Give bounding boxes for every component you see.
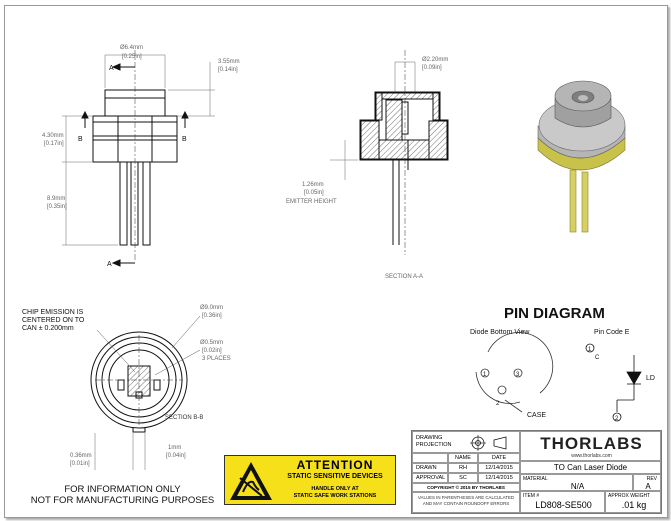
weight-cell: APPROX WEIGHT .01 kg <box>605 491 661 513</box>
rev-value: A <box>645 482 651 491</box>
dim-pins-places: 3 PLACES <box>202 356 231 362</box>
attention-line1: HANDLE ONLY AT <box>311 486 359 492</box>
rev-label: REV <box>646 476 657 482</box>
chip-note-line2: CENTERED ON TO <box>22 317 85 324</box>
ld-label: LD <box>646 375 655 382</box>
section-bb-view <box>90 315 201 470</box>
chip-note-line1: CHIP EMISSION IS <box>22 309 84 316</box>
website-text: www.thorlabs.com <box>571 453 612 459</box>
title-block: DRAWING PROJECTION NAME DATE DRAWN RH 12… <box>411 430 662 514</box>
section-b-label-left: B <box>78 136 83 143</box>
dim-emit-height-in: [0.05in] <box>304 190 324 196</box>
material-value: N/A <box>570 482 585 491</box>
drawn-label: DRAWN <box>412 463 448 473</box>
attention-sticker: ATTENTION STATIC SENSITIVE DEVICES HANDL… <box>224 455 396 505</box>
col-date-header: DATE <box>478 453 520 463</box>
dim-cap-height: 3.55mm <box>218 59 240 65</box>
attention-lines: HANDLE ONLY AT STATIC SAFE WORK STATIONS <box>277 486 393 500</box>
material-cell: MATERIAL N/A <box>520 474 633 491</box>
notice-line1: FOR INFORMATION ONLY <box>64 484 181 495</box>
approval-date: 12/14/2015 <box>478 473 520 483</box>
laser-diode-render <box>537 80 626 233</box>
dim-pins-in: [0.02in] <box>202 348 222 354</box>
notice-line2: NOT FOR MANUFACTURING PURPOSES <box>30 495 215 506</box>
projection-symbol-icon <box>470 435 507 451</box>
pin-code-2: 2 <box>615 416 619 422</box>
dim-emit-height: 1.26mm <box>302 182 324 188</box>
pin-code-label: Pin Code E <box>594 329 630 336</box>
dim-key-width-in: [0.04in] <box>166 453 186 459</box>
attention-subtitle: STATIC SENSITIVE DEVICES <box>287 473 383 480</box>
item-value: LD808-SE500 <box>535 500 592 510</box>
item-cell: ITEM # LD808-SE500 <box>520 491 605 513</box>
diode-bottom-view-label: Diode Bottom View <box>470 329 530 336</box>
approval-name: SC <box>448 473 478 483</box>
col-name-header: NAME <box>448 453 478 463</box>
section-a-label-top: A <box>109 65 114 72</box>
pin-1-label: 1 <box>483 372 487 378</box>
logo-cell: THORLABS www.thorlabs.com <box>520 431 661 461</box>
material-label: MATERIAL <box>523 476 548 482</box>
pin-code-c: C <box>595 355 600 361</box>
chip-note-line3: CAN ± 0.200mm <box>22 325 74 332</box>
dim-top-diameter: Ø6.4mm <box>120 45 143 51</box>
dim-window-in: [0.09in] <box>422 65 442 71</box>
section-aa-label: SECTION A-A <box>385 274 423 280</box>
emitter-height-label: EMITTER HEIGHT <box>286 199 337 205</box>
dim-key-height-in: [0.01in] <box>70 461 90 467</box>
copyright-text: COPYRIGHT © 2015 BY THORLABS <box>412 483 520 492</box>
section-a-label-bottom: A <box>107 261 112 268</box>
drawn-date: 12/14/2015 <box>478 463 520 473</box>
section-b-label-right: B <box>182 136 187 143</box>
weight-value: .01 kg <box>621 500 647 510</box>
section-aa-view <box>330 50 449 255</box>
pin-2-label: 2 <box>496 401 500 407</box>
projection-cell: DRAWING PROJECTION <box>412 431 520 453</box>
section-bb-label: SECTION B-B <box>165 415 203 421</box>
dim-pin-length: 8.9mm <box>47 196 65 202</box>
front-view <box>62 50 215 267</box>
esd-warning-icon <box>230 462 272 500</box>
dim-top-diameter-in: [0.25in] <box>122 54 142 60</box>
dim-flange: Ø9.0mm <box>200 305 223 311</box>
approval-label: APPROVAL <box>412 473 448 483</box>
attention-title: ATTENTION <box>296 458 374 472</box>
dim-flange-in: [0.36in] <box>202 313 222 319</box>
attention-line2: STATIC SAFE WORK STATIONS <box>293 493 377 499</box>
description-cell: TO Can Laser Diode <box>520 461 661 474</box>
dim-pin-length-in: [0.35in] <box>47 204 67 210</box>
dim-key-height: 0.36mm <box>70 453 92 459</box>
dim-key-width: 1mm <box>168 445 181 451</box>
rev-cell: REV A <box>633 474 661 491</box>
item-label: ITEM # <box>523 493 540 499</box>
information-notice: FOR INFORMATION ONLY NOT FOR MANUFACTURI… <box>30 484 215 506</box>
pin-diagram-title: PIN DIAGRAM <box>504 305 605 322</box>
drawn-name: RH <box>448 463 478 473</box>
pin-bottom-view <box>475 332 554 413</box>
dim-body-height: 4.30mm <box>42 133 64 139</box>
dim-pins: Ø0.5mm <box>200 340 223 346</box>
thorlabs-logo: THORLABS <box>540 434 643 453</box>
drawing-projection-label: DRAWING PROJECTION <box>416 435 452 448</box>
case-label: CASE <box>527 412 546 419</box>
dim-cap-height-in: [0.14in] <box>218 67 238 73</box>
dim-window: Ø2.20mm <box>422 57 448 63</box>
values-note: VALUES IN PARENTHESES ARE CALCULATED AND… <box>412 492 520 513</box>
weight-label: APPROX WEIGHT <box>608 493 651 499</box>
pin-code-1: 1 <box>588 347 592 353</box>
pin-code-schematic <box>585 343 642 422</box>
sheet-frame <box>4 5 668 518</box>
dim-body-height-in: [0.17in] <box>44 141 64 147</box>
pin-3-label: 3 <box>516 372 520 378</box>
